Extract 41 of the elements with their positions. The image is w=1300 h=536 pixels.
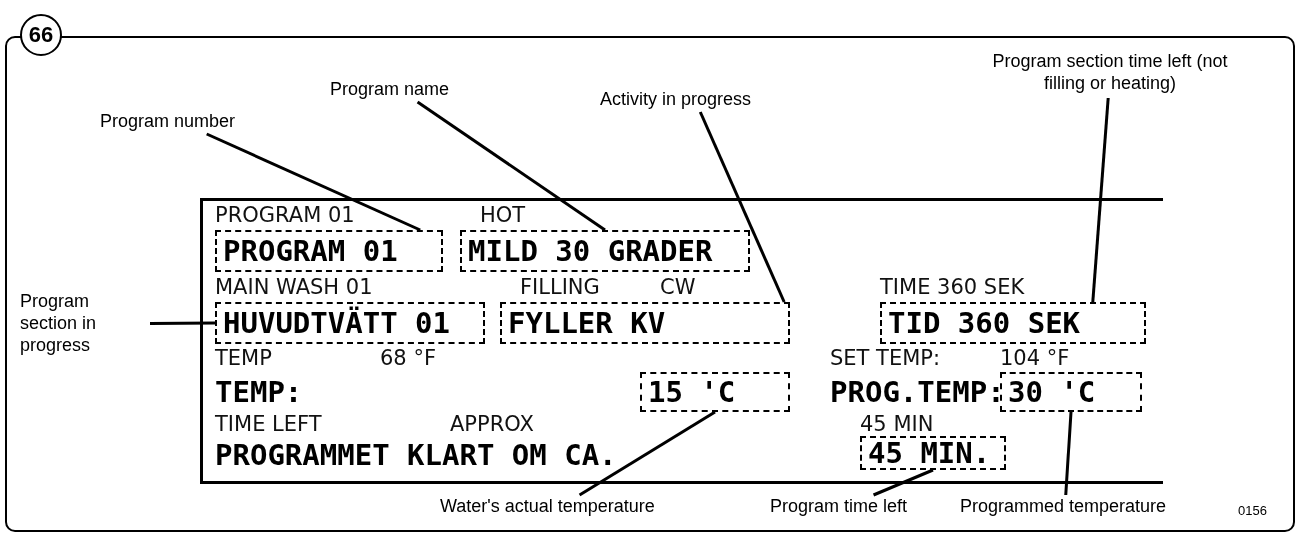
display-field: TID 360 SEK xyxy=(880,302,1146,344)
translation-text: MAIN WASH 01 xyxy=(215,275,373,299)
translation-text: APPROX xyxy=(450,412,534,436)
leader-line xyxy=(1064,411,1073,496)
leader-line xyxy=(1091,97,1110,303)
callout-label: Programmed temperature xyxy=(960,495,1170,517)
callout-label: Program section time left (not filling or heating) xyxy=(990,50,1230,94)
callout-label: Program time left xyxy=(770,495,920,517)
display-field: MILD 30 GRADER xyxy=(460,230,750,272)
translation-text: FILLING xyxy=(520,275,600,299)
leader-line xyxy=(150,321,215,325)
figure-code: 0156 xyxy=(1238,503,1267,518)
callout-label: Water's actual temperature xyxy=(440,495,680,517)
translation-text: CW xyxy=(660,275,696,299)
translation-text: 68 °F xyxy=(380,346,436,370)
translation-text: 45 MIN xyxy=(860,412,934,436)
display-field: 15 'C xyxy=(640,372,790,412)
leader-line xyxy=(206,132,421,232)
translation-text: PROGRAM 01 xyxy=(215,203,355,227)
translation-text: 104 °F xyxy=(1000,346,1070,370)
callout-label: Program number xyxy=(100,110,260,132)
leader-line xyxy=(698,111,786,303)
translation-text: TIME LEFT xyxy=(215,412,322,436)
display-text: TEMP: xyxy=(215,375,303,409)
callout-label: Program name xyxy=(330,78,470,100)
translation-text: TIME 360 SEK xyxy=(880,275,1025,299)
translation-text: HOT xyxy=(480,203,526,227)
figure-number: 66 xyxy=(20,14,62,56)
translation-text: SET TEMP: xyxy=(830,346,941,370)
leader-line xyxy=(578,410,716,497)
display-text: PROGRAMMET KLART OM CA. xyxy=(215,438,617,472)
callout-label: Activity in progress xyxy=(600,88,790,110)
display-field: 30 'C xyxy=(1000,372,1142,412)
callout-label: Program section in progress xyxy=(20,290,150,356)
lcd-display xyxy=(200,198,1163,484)
display-field: FYLLER KV xyxy=(500,302,790,344)
leader-line xyxy=(416,100,606,232)
display-field: 45 MIN. xyxy=(860,436,1006,470)
display-field: PROGRAM 01 xyxy=(215,230,443,272)
display-field: HUVUDTVÄTT 01 xyxy=(215,302,485,344)
translation-text: TEMP xyxy=(215,346,272,370)
